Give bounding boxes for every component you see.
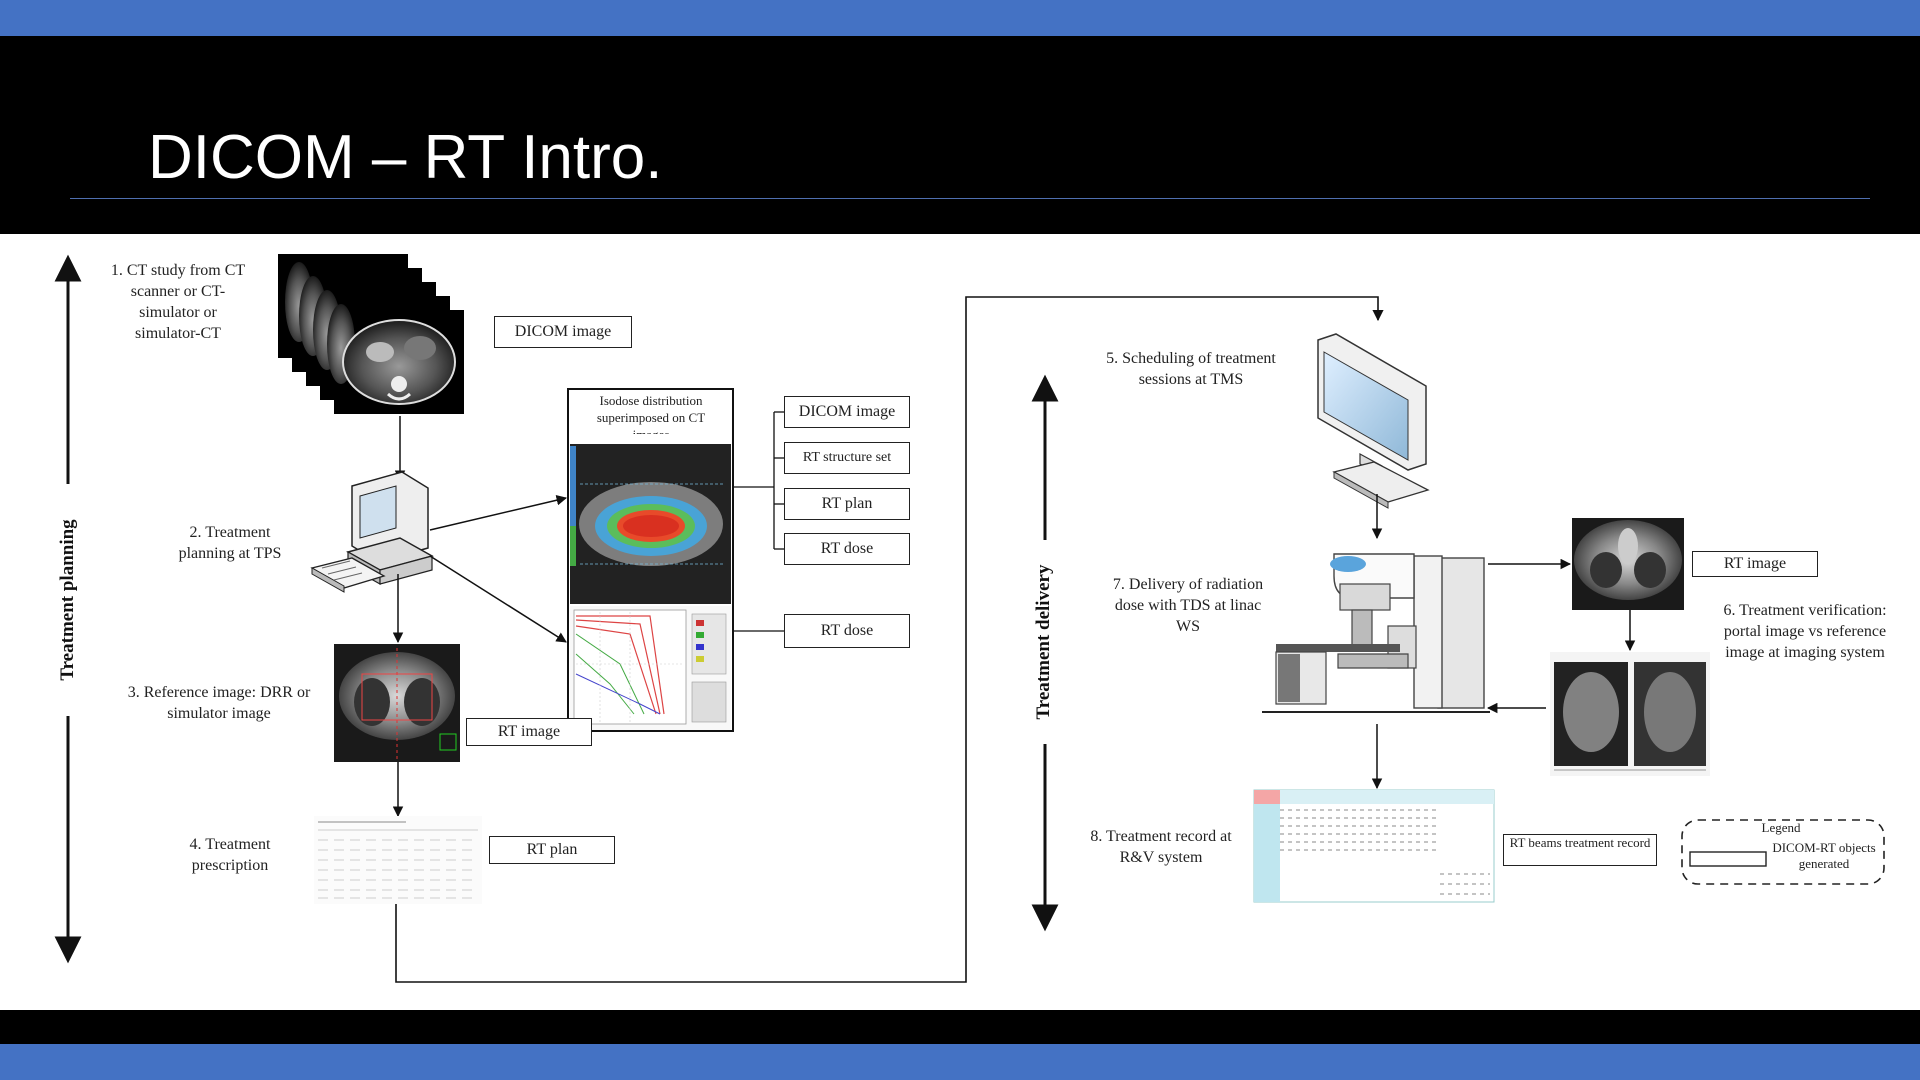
rt-plan-box-1: RT plan <box>784 488 910 520</box>
step-1-caption: 1. CT study from CT scanner or CT-simula… <box>110 262 246 342</box>
step-5-caption: 5. Scheduling of treatment sessions at T… <box>1106 350 1276 388</box>
prescription-sheet-icon <box>314 816 482 904</box>
portal-images-icon <box>1550 652 1710 776</box>
legend-item-label: DICOM-RT objects generated <box>1772 840 1876 871</box>
footer-black-band <box>0 1010 1920 1044</box>
workflow-diagram: Treatment planning Treatment delivery 1.… <box>0 234 1920 1010</box>
linac-machine-icon <box>1262 553 1490 713</box>
rt-beams-record-box: RT beams treatment record <box>1503 834 1657 866</box>
top-accent-band <box>0 0 1920 36</box>
legend-frame <box>1681 819 1885 885</box>
step-3-caption: 3. Reference image: DRR or simulator ima… <box>127 684 311 722</box>
dicom-image-box-2: DICOM image <box>784 396 910 428</box>
diagram-graphics <box>54 254 1885 983</box>
legend-title: Legend <box>1761 820 1801 835</box>
step-6-caption: 6. Treatment verification: portal image … <box>1723 602 1887 661</box>
dicom-image-box-1: DICOM image <box>494 316 632 348</box>
rt-dose-box-2: RT dose <box>784 614 910 648</box>
step-8-caption: 8. Treatment record at R&V system <box>1090 828 1232 866</box>
rt-structure-set-box: RT structure set <box>784 442 910 474</box>
rt-dose-box-1: RT dose <box>784 533 910 565</box>
header-bar <box>0 36 1920 234</box>
step-2-caption: 2. Treatment planning at TPS <box>178 524 282 562</box>
object-bracket <box>733 411 784 632</box>
monitor-icon <box>1317 333 1430 509</box>
rt-image-box-1: RT image <box>466 718 592 746</box>
isodose-caption: Isodose distribution superimposed on CT … <box>596 393 706 434</box>
treatment-delivery-label: Treatment delivery <box>1033 564 1054 720</box>
rt-plan-box-2: RT plan <box>489 836 615 864</box>
treatment-planning-label: Treatment planning <box>57 519 78 681</box>
record-table-icon <box>1253 789 1495 903</box>
slide-title: DICOM – RT Intro. <box>148 123 663 192</box>
dose-plot-icon <box>570 606 731 730</box>
workstation-computer-icon <box>310 471 434 593</box>
ct-scan-stack-icon <box>278 254 464 414</box>
step-7-caption: 7. Delivery of radiation dose with TDS a… <box>1112 576 1264 635</box>
step-4-caption: 4. Treatment prescription <box>189 836 271 874</box>
drr-pelvis-icon <box>334 644 460 762</box>
rt-image-box-2: RT image <box>1692 551 1818 577</box>
title-underline <box>70 198 1870 199</box>
pelvis-xray-icon <box>1572 518 1684 610</box>
footer-accent-band <box>0 1044 1920 1080</box>
